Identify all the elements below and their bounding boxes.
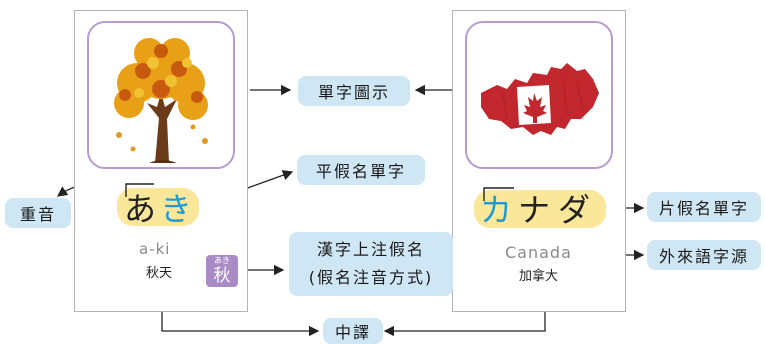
label-accent: 重音 bbox=[5, 198, 71, 228]
romaji-left: a-ki bbox=[139, 240, 171, 258]
label-hiragana-word: 平假名單字 bbox=[297, 155, 425, 185]
ruby-reading: あき bbox=[214, 256, 230, 265]
kana-da: ダ bbox=[558, 191, 591, 229]
romaji-right: Canada bbox=[505, 243, 572, 262]
picture-frame-right bbox=[465, 21, 613, 169]
canada-map-icon bbox=[481, 63, 599, 135]
kana-na: ナ bbox=[518, 191, 551, 229]
kanji-with-ruby: あき 秋 bbox=[206, 255, 238, 287]
meaning-right: 加拿大 bbox=[519, 269, 559, 284]
kana-a: あ bbox=[124, 190, 157, 228]
label-kanji-ruby-line2: (假名注音方式) bbox=[308, 268, 434, 287]
label-translation: 中譯 bbox=[323, 318, 383, 344]
picture-frame-left bbox=[87, 21, 235, 169]
label-katakana-word: 片假名單字 bbox=[647, 192, 761, 222]
kana-ka-accented: カ bbox=[480, 191, 513, 229]
meaning-left: 秋天 bbox=[146, 266, 173, 281]
kana-ki-accented: き bbox=[160, 190, 193, 228]
autumn-tree-icon bbox=[114, 38, 208, 163]
label-loanword-source: 外來語字源 bbox=[647, 240, 761, 270]
kanji-char: 秋 bbox=[213, 266, 231, 286]
word-card-canada bbox=[452, 10, 626, 312]
label-kanji-ruby: 漢字上注假名 (假名注音方式) bbox=[289, 232, 453, 296]
label-picture: 單字圖示 bbox=[298, 76, 410, 106]
label-kanji-ruby-line1: 漢字上注假名 bbox=[316, 240, 425, 259]
